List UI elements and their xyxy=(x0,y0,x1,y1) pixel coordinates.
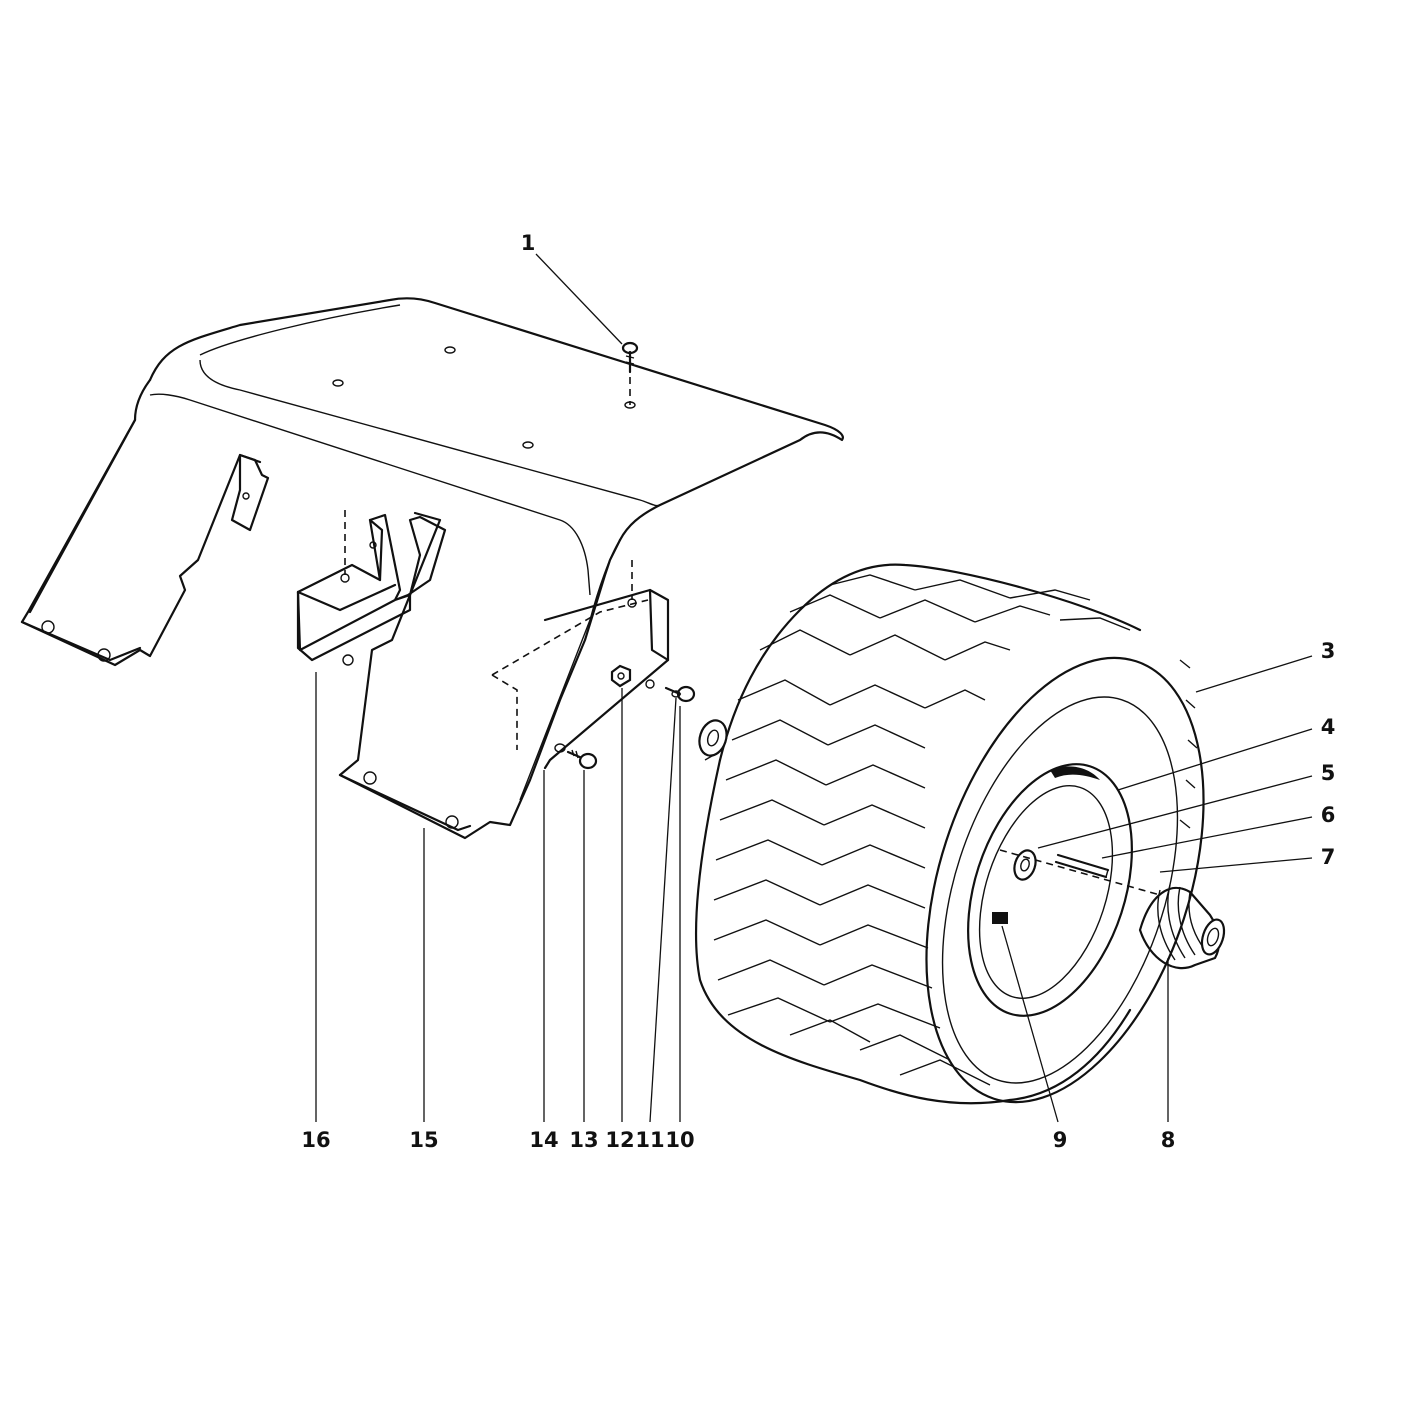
callout-12: 12 xyxy=(605,1128,634,1152)
leader-4 xyxy=(1117,728,1313,791)
leader-7 xyxy=(1159,857,1313,873)
wheel-assembly xyxy=(694,563,1226,1105)
mounting-bracket-left xyxy=(296,510,447,666)
callout-13: 13 xyxy=(569,1128,598,1152)
leader-1 xyxy=(535,253,623,345)
callout-4: 4 xyxy=(1321,715,1336,739)
mounting-bracket-right xyxy=(491,560,670,770)
callout-3: 3 xyxy=(1321,639,1336,663)
leader-5 xyxy=(1037,775,1313,849)
leader-11 xyxy=(649,697,677,1123)
tire-tread xyxy=(713,574,1131,1086)
callout-11: 11 xyxy=(635,1128,664,1152)
hub-8 xyxy=(1138,884,1226,970)
bolt-10 xyxy=(664,685,696,703)
leader-9 xyxy=(1001,925,1059,1123)
callout-1: 1 xyxy=(521,231,536,255)
hardware xyxy=(554,341,696,770)
callout-labels: 1 3 4 5 6 7 8 9 10 11 12 13 14 15 16 xyxy=(301,231,1335,1152)
nut-12 xyxy=(610,664,632,688)
washer-11 xyxy=(671,690,681,698)
callout-5: 5 xyxy=(1321,761,1336,785)
washer-left xyxy=(698,719,728,757)
callout-15: 15 xyxy=(409,1128,438,1152)
callout-16: 16 xyxy=(301,1128,330,1152)
callout-10: 10 xyxy=(665,1128,694,1152)
leader-3 xyxy=(1195,655,1313,693)
callout-9: 9 xyxy=(1053,1128,1068,1152)
bolt-1 xyxy=(621,341,639,374)
callout-6: 6 xyxy=(1321,803,1336,827)
leader-6 xyxy=(1101,816,1313,859)
leader-lines xyxy=(315,253,1313,1123)
callout-8: 8 xyxy=(1161,1128,1176,1152)
callout-14: 14 xyxy=(529,1128,558,1152)
callout-7: 7 xyxy=(1321,845,1336,869)
bolt-13 xyxy=(554,743,598,770)
